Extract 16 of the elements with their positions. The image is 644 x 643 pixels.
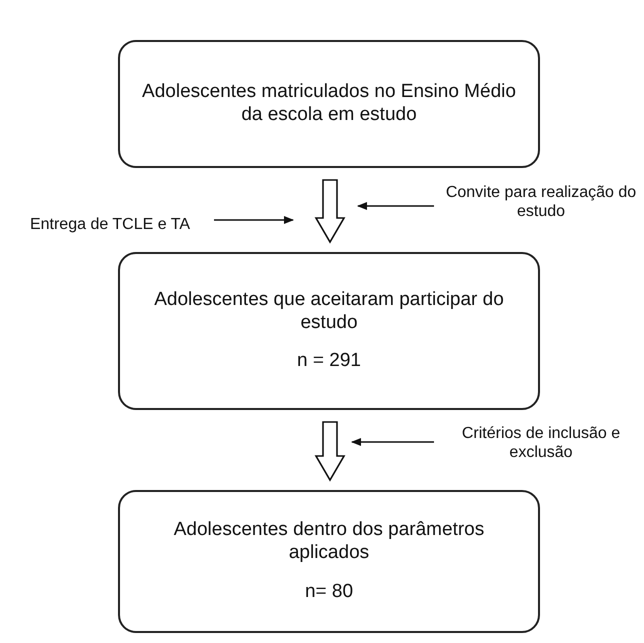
block-arrow bbox=[314, 179, 346, 244]
box-text: Adolescentes matriculados no Ensino Médio da escola em estudo bbox=[141, 81, 517, 127]
arrow bbox=[214, 216, 294, 224]
count-text: n= 80 bbox=[304, 580, 354, 604]
annotation-text: Entrega de TCLE e TA bbox=[30, 215, 190, 235]
annotation-text: Critérios de inclusão e exclusão bbox=[460, 424, 622, 462]
process-box bbox=[118, 490, 540, 633]
box-text: Adolescentes que aceitaram participar do estudo bbox=[153, 288, 505, 334]
arrow bbox=[351, 438, 434, 446]
box-text: Adolescentes dentro dos parâmetros aplicados bbox=[172, 519, 486, 565]
arrow bbox=[357, 202, 434, 210]
process-box bbox=[118, 40, 540, 168]
block-arrow bbox=[314, 421, 346, 482]
annotation-text: Convite para realização do estudo bbox=[444, 182, 638, 222]
process-box bbox=[118, 252, 540, 410]
count-text: n = 291 bbox=[297, 350, 361, 374]
